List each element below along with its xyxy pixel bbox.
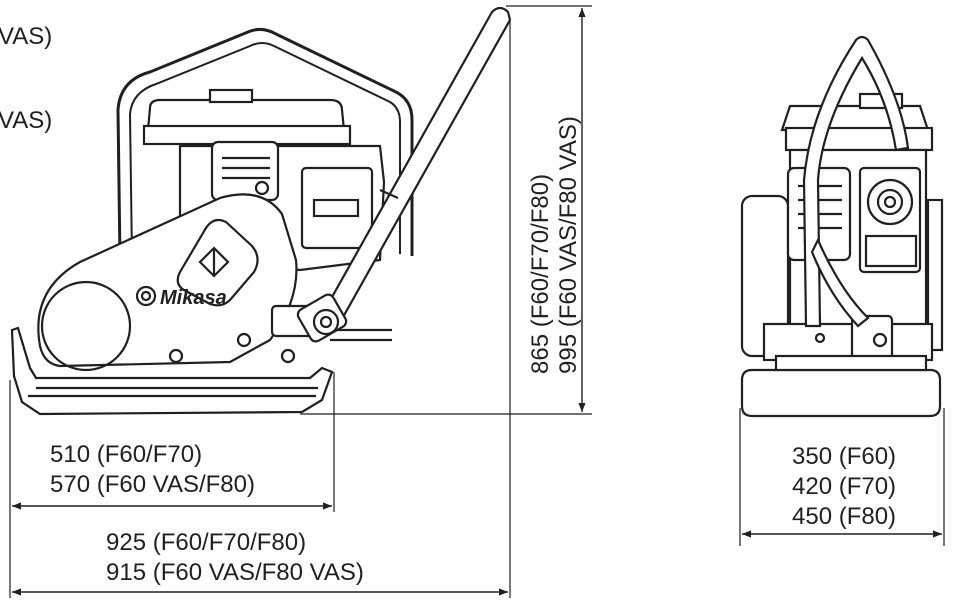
brand-logo-text: Mikasa [160,287,227,309]
dim-label-length-570: 570 (F60 VAS/F80) [50,471,255,498]
guard-frame [116,27,414,261]
side-dimensions: 510 (F60/F70) 570 (F60 VAS/F80) 925 (F60… [9,5,592,598]
front-base-plate [740,368,942,418]
dim-label-width-350: 350 (F60) [792,443,896,470]
dim-label-height-865: 865 (F60/F70/F80) [527,174,554,374]
front-dimensions: 350 (F60) 420 (F70) 450 (F80) [739,408,945,546]
base-plate [10,326,334,416]
side-view-compactor: Mikasa [10,6,512,416]
dim-label-width-450: 450 (F80) [792,503,896,530]
dim-label-height-995: 995 (F60 VAS/F80 VAS) [555,116,582,374]
dim-label-width-420: 420 (F70) [792,473,896,500]
partial-label-second: VAS) [0,107,52,134]
front-view-compactor [740,35,944,418]
belt-cover [37,193,298,368]
front-guide-handle [802,35,910,328]
partial-label-top: VAS) [0,23,52,50]
dim-label-length-510: 510 (F60/F70) [50,441,202,468]
dim-label-length-925: 925 (F60/F70/F80) [106,529,306,556]
dim-label-length-915: 915 (F60 VAS/F80 VAS) [106,559,364,586]
fuel-tank [146,98,346,132]
guide-handle [316,6,512,328]
